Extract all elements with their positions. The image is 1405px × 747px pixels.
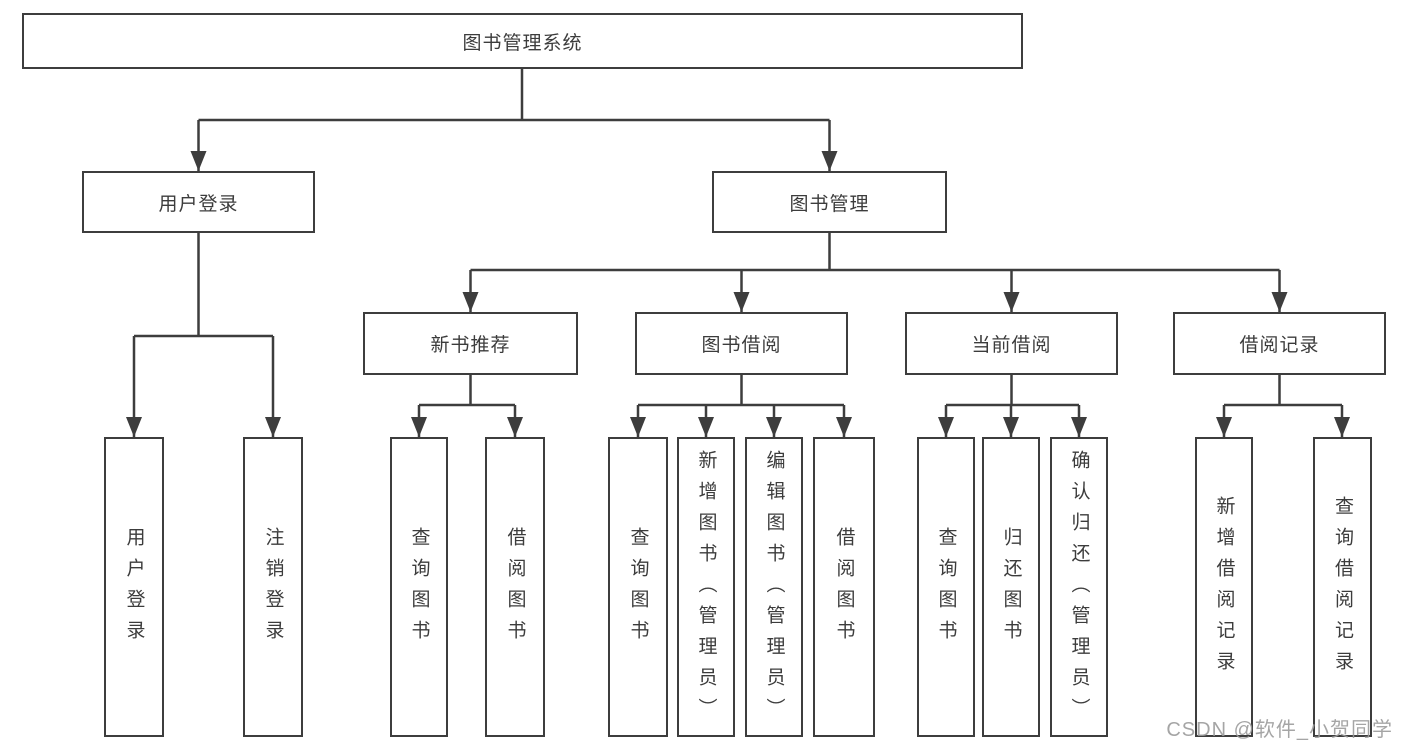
node-leaf-query-books-recommend: 查询图书 [390,437,448,737]
csdn-watermark: CSDN @软件_小贺同学 [1166,719,1393,741]
node-leaf-query-borrow-record: 查询借阅记录 [1313,437,1372,737]
node-book-management: 图书管理 [712,171,947,233]
node-leaf-logout: 注销登录 [243,437,303,737]
node-leaf-user-login: 用户登录 [104,437,164,737]
node-leaf-return-books: 归还图书 [982,437,1040,737]
node-current-borrowing: 当前借阅 [905,312,1118,375]
node-leaf-borrow-books: 借阅图书 [813,437,875,737]
node-library-management-system: 图书管理系统 [22,13,1023,69]
node-borrowing-records: 借阅记录 [1173,312,1386,375]
node-leaf-edit-books-admin: 编辑图书（管理员） [745,437,803,737]
node-leaf-confirm-return-admin: 确认归还（管理员） [1050,437,1108,737]
node-leaf-add-borrow-record: 新增借阅记录 [1195,437,1253,737]
node-leaf-add-books-admin: 新增图书（管理员） [677,437,735,737]
node-leaf-borrow-books-recommend: 借阅图书 [485,437,545,737]
node-user-login-group: 用户登录 [82,171,315,233]
node-leaf-query-books-current: 查询图书 [917,437,975,737]
node-new-book-recommendation: 新书推荐 [363,312,578,375]
node-book-borrowing: 图书借阅 [635,312,848,375]
node-leaf-query-books-borrowing: 查询图书 [608,437,668,737]
